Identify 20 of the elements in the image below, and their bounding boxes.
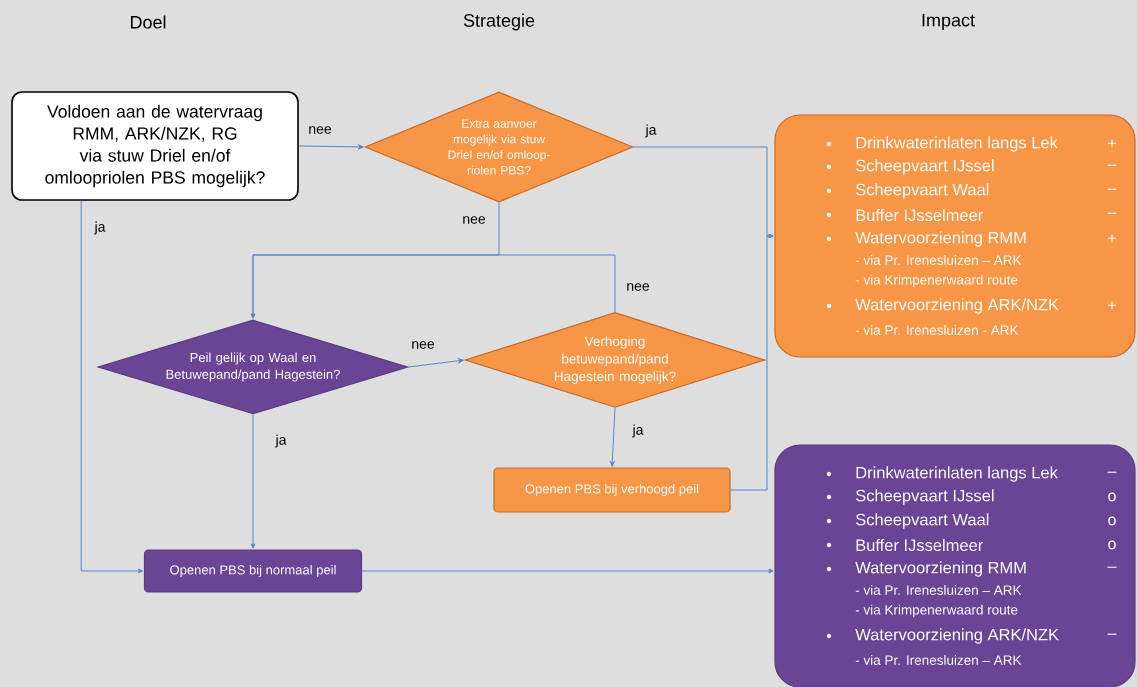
arrow bbox=[250, 254, 616, 319]
arrow bbox=[730, 233, 774, 491]
impact-box: Drinkwaterinlaten langs Lek – Scheepvaart IJssel o Scheepvaart Waal o Buffer IJsselmeer o Watervoorziening RMM – - via Pr. Irenesluizen – ARK - via Krimpenerwaard route Watervoorziening ARK/NZK – - via Pr. Irenesluizen – ARK bbox=[774, 444, 1136, 687]
arrow bbox=[361, 568, 774, 574]
column-heading: Doel bbox=[130, 15, 166, 29]
process-box: Openen PBS bij normaal peil bbox=[143, 549, 363, 593]
arrow bbox=[408, 358, 464, 368]
arrow bbox=[609, 407, 616, 467]
column-heading: Impact bbox=[922, 13, 975, 31]
impact-box: Drinkwaterinlaten langs Lek + Scheepvaart IJssel – Scheepvaart Waal – Buffer IJsselmeer – Watervoorziening RMM + - via Pr. Irenesluizen – ARK - via Krimpenerwaard route Watervoorziening ARK/NZK + - via Pr. Irenesluizen - ARK bbox=[774, 114, 1136, 358]
column-heading: Strategie bbox=[463, 13, 535, 31]
edge-label: nee bbox=[306, 124, 334, 136]
edge-label: nee bbox=[624, 281, 652, 293]
arrow bbox=[250, 414, 256, 549]
edge-label: nee bbox=[460, 214, 488, 226]
arrow bbox=[298, 144, 364, 150]
edge-label: nee bbox=[409, 339, 437, 351]
process-box: Openen PBS bij verhoogd peil bbox=[493, 467, 731, 513]
arrow bbox=[80, 200, 144, 574]
start-box: Voldoen aan de watervraag RMM, ARK/NZK, RG via stuw Driel en/of omloopriolen PBS mogelijk? bbox=[11, 91, 299, 201]
